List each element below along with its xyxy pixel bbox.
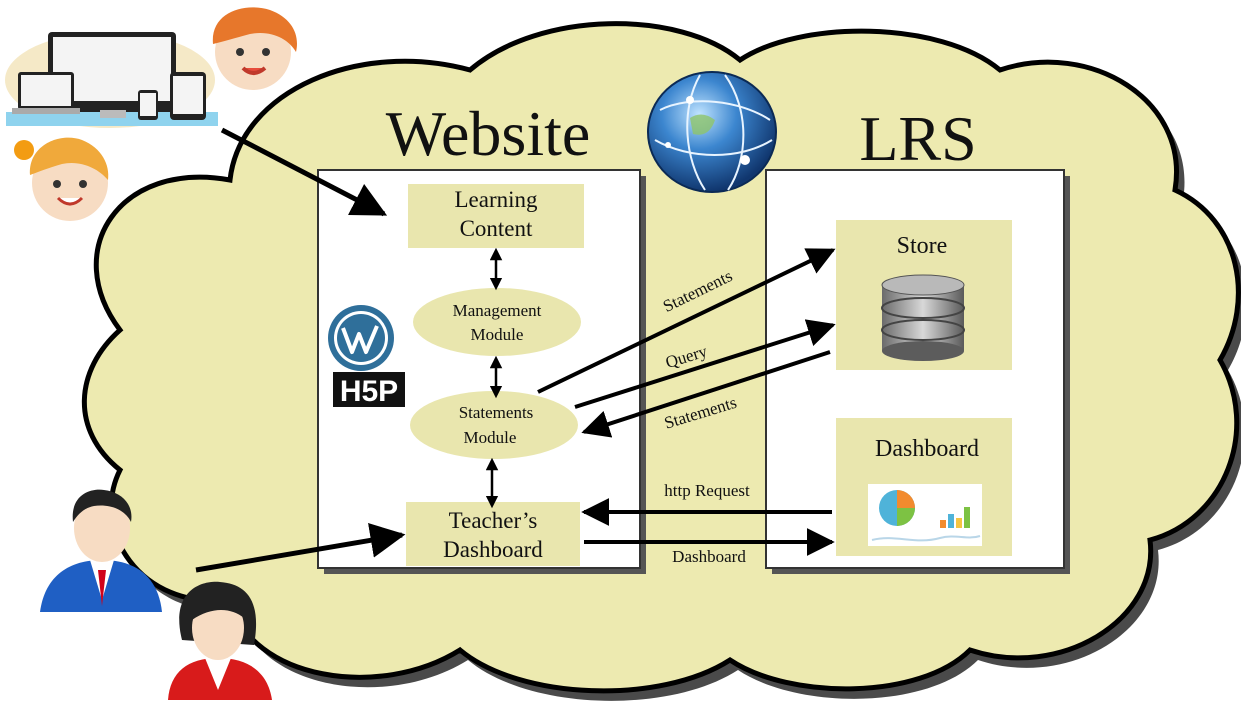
- learning-content-box: Learning Content: [408, 184, 584, 248]
- girl-icon: [14, 137, 109, 221]
- database-icon: [881, 274, 965, 361]
- globe-icon: [647, 71, 777, 193]
- h5p-logo-text: H5P: [340, 375, 398, 408]
- students-arrow: [220, 127, 388, 217]
- management-module-ellipse: Management Module: [413, 288, 581, 356]
- h5p-logo-icon: H5P: [333, 372, 405, 408]
- http-request-label: http Request: [664, 481, 750, 500]
- dashboard-arrow-label: Dashboard: [672, 547, 746, 566]
- wordpress-logo-icon: [328, 305, 394, 371]
- statements-in-arrow: [581, 350, 831, 438]
- female-teacher-icon: [168, 581, 272, 700]
- lrs-dashboard-box: Dashboard: [836, 418, 1012, 556]
- management-module-line2: Module: [471, 325, 524, 344]
- teachers-dashboard-line2: Dashboard: [443, 537, 543, 562]
- lrs-title: LRS: [859, 103, 976, 174]
- lrs-dashboard-label: Dashboard: [875, 436, 979, 462]
- dashboard-chart-icon: [868, 484, 982, 546]
- statements-module-line1: Statements: [459, 403, 534, 422]
- statements-module-ellipse: Statements Module: [410, 391, 578, 459]
- management-module-line1: Management: [453, 301, 542, 320]
- statements-out-arrow: [537, 248, 836, 394]
- teachers-dashboard-line1: Teacher’s: [449, 508, 538, 533]
- website-title: Website: [386, 98, 591, 169]
- boy-icon: [212, 7, 297, 90]
- store-label: Store: [897, 233, 948, 259]
- store-box: Store: [836, 220, 1012, 370]
- statements-module-line2: Module: [464, 428, 517, 447]
- devices-icon: [5, 32, 218, 128]
- learning-content-line2: Content: [460, 216, 533, 241]
- male-teacher-icon: [40, 489, 162, 612]
- teachers-arrow: [195, 523, 406, 573]
- query-arrow: [574, 319, 836, 409]
- teachers-dashboard-box: Teacher’s Dashboard: [406, 502, 580, 566]
- learning-content-line1: Learning: [454, 187, 538, 212]
